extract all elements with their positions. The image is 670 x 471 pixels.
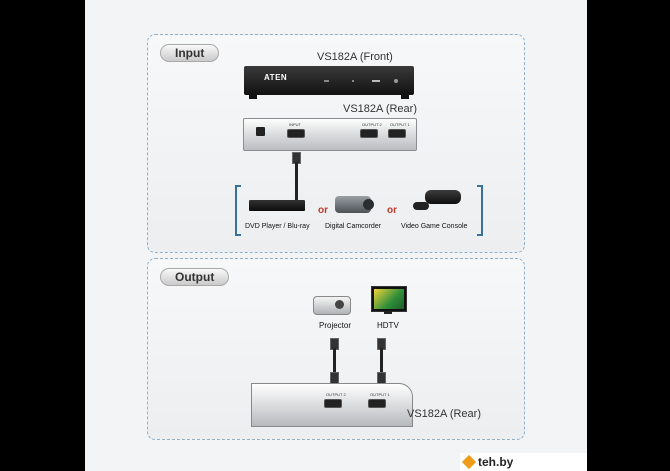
watermark: teh.by (460, 453, 587, 471)
watermark-logo-icon (461, 454, 477, 470)
vs182a-front-unit: ATEN (244, 66, 414, 95)
power-jack-icon (256, 127, 265, 136)
port-label-output1-b: OUTPUT 1 (370, 392, 390, 397)
front-device-label: VS182A (Front) (317, 51, 393, 63)
camcorder-lens-icon (363, 199, 374, 210)
port-label-input: INPUT (289, 122, 301, 127)
port-label-output1: OUTPUT 1 (390, 122, 410, 127)
projector-icon (313, 296, 351, 315)
led-indicator-1 (324, 80, 329, 82)
vs182a-rear-unit: INPUT OUTPUT 2 OUTPUT 1 (243, 118, 417, 151)
rear-output-device-label: VS182A (Rear) (407, 408, 481, 420)
watermark-text: teh.by (478, 455, 514, 469)
input-cable (295, 162, 298, 202)
hdtv-screen (374, 289, 404, 309)
source-bracket-right (477, 185, 483, 236)
display-label-projector: Projector (319, 321, 352, 330)
led-indicator-2 (352, 80, 354, 82)
hdmi-input-port (287, 129, 305, 138)
source-label-dvd: DVD Player / Blu-ray (245, 223, 310, 230)
hdmi-output2-port-b (324, 399, 342, 408)
hdmi-output2-port (360, 129, 378, 138)
gamepad-icon (413, 202, 429, 210)
or-separator-2: or (387, 205, 397, 216)
source-bracket-left (235, 185, 241, 236)
input-section-label: Input (160, 44, 220, 62)
output-section-label: Output (160, 268, 230, 286)
projector-lens-icon (335, 300, 344, 309)
vs182a-rear-output-unit: OUTPUT 2 OUTPUT 1 (251, 383, 413, 427)
projector-cable (333, 348, 336, 374)
source-label-console: Video Game Console (401, 223, 468, 230)
diagram-page: Input VS182A (Front) ATEN VS182A (Rear) … (85, 0, 587, 471)
hdtv-cable (380, 348, 383, 374)
aten-logo: ATEN (264, 73, 288, 82)
hdmi-output1-port (388, 129, 406, 138)
front-foot-right (401, 95, 409, 99)
hdmi-output1-port-b (368, 399, 386, 408)
select-button (372, 80, 380, 82)
source-label-camcorder: Digital Camcorder (325, 223, 382, 230)
or-separator-1: or (318, 205, 328, 216)
dvd-player-icon (249, 200, 305, 211)
power-led (394, 79, 398, 83)
camcorder-icon (335, 196, 371, 213)
display-label-hdtv: HDTV (377, 321, 399, 330)
front-foot-left (249, 95, 257, 99)
port-label-output2-b: OUTPUT 2 (326, 392, 346, 397)
hdtv-icon (371, 286, 407, 312)
hdtv-stand (384, 311, 392, 314)
game-console-icon (425, 190, 461, 204)
port-label-output2: OUTPUT 2 (362, 122, 382, 127)
rear-device-label: VS182A (Rear) (343, 103, 417, 115)
